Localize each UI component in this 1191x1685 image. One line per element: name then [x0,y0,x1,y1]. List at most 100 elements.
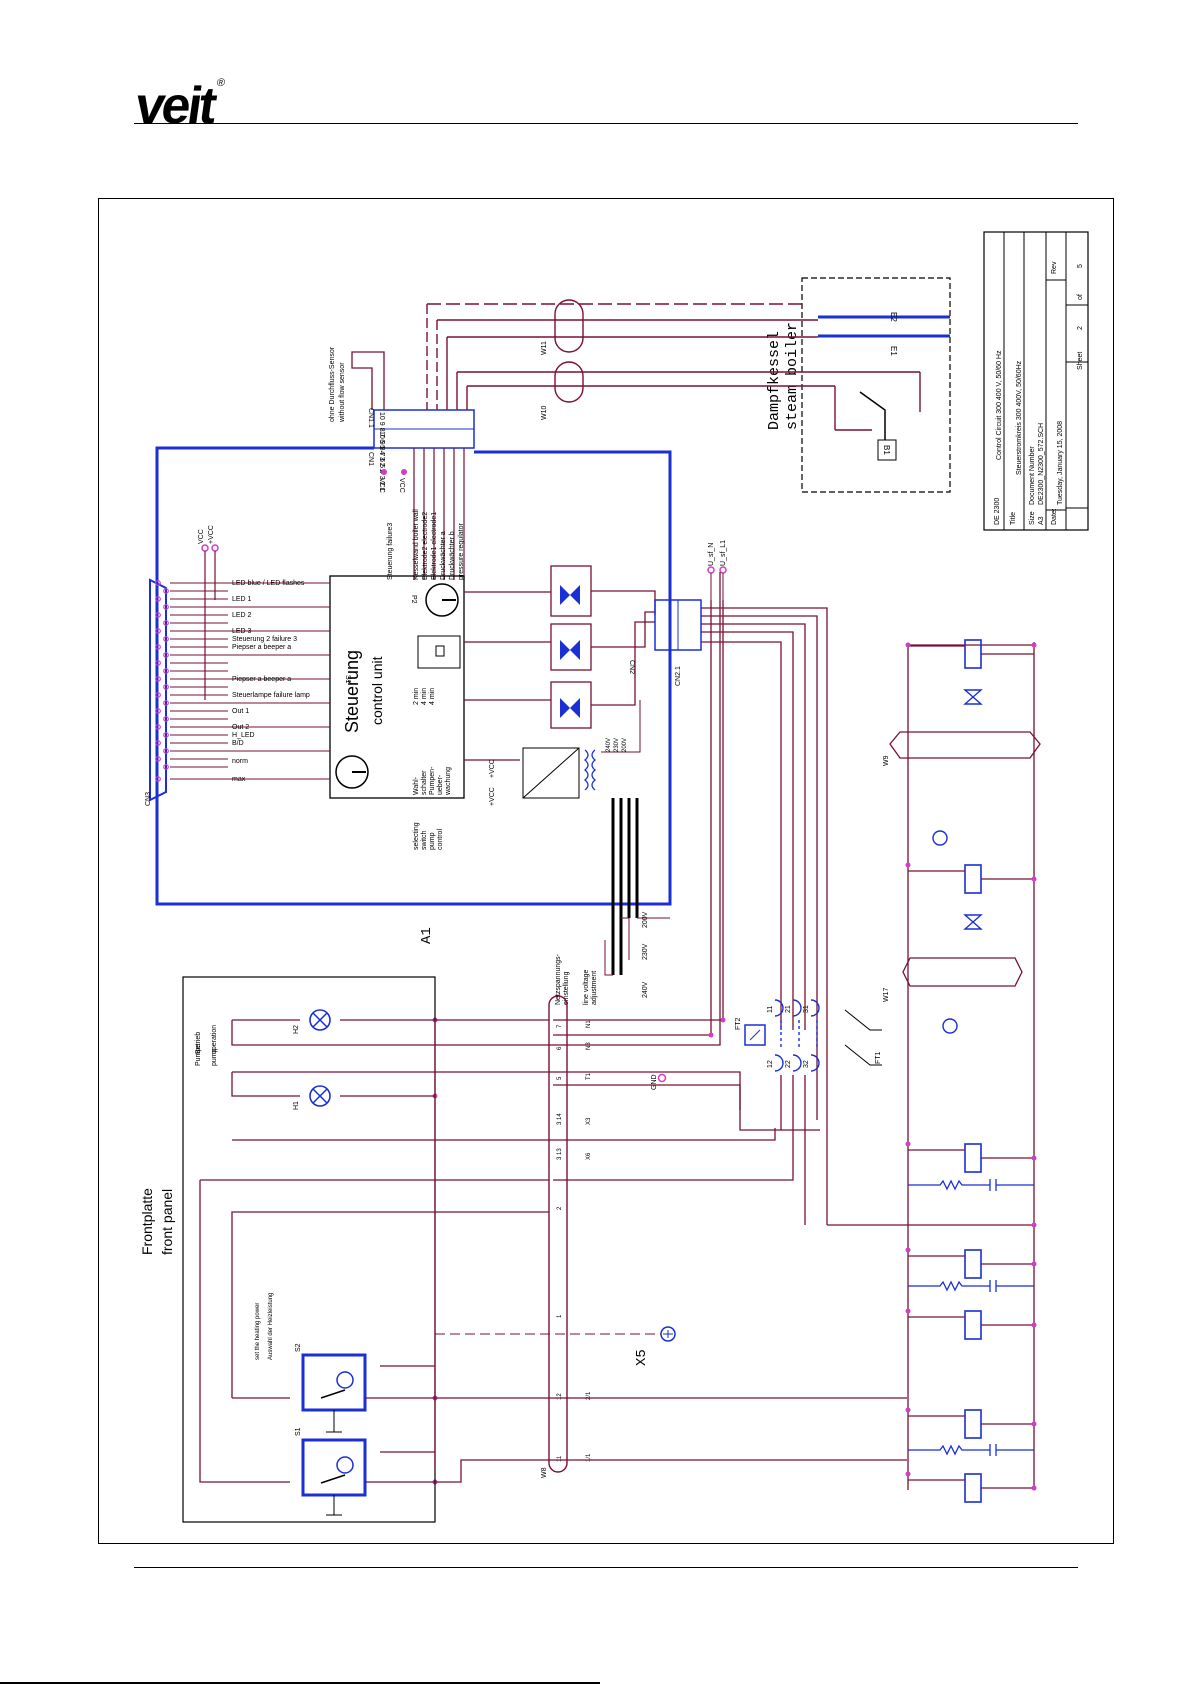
footer-rule [134,1567,1078,1568]
svg-text:pump: pump [429,832,436,850]
junction-node [905,1407,911,1413]
svg-text:3 14: 3 14 [557,1113,563,1125]
relay-coil [964,1143,982,1173]
svg-text:2: 2 [1077,326,1084,330]
svg-text:Dampfkessel: Dampfkessel [766,331,783,430]
svg-text:front panel: front panel [159,1189,175,1255]
svg-text:Steuerung 2 failure 3: Steuerung 2 failure 3 [232,636,297,643]
svg-text:operation: operation [211,1025,218,1054]
svg-text:Pumpe: Pumpe [195,1044,202,1066]
svg-text:Out 1: Out 1 [232,708,249,715]
svg-text:X5: X5 [634,1349,650,1366]
junction-node [1031,642,1037,648]
junction-node [905,1247,911,1253]
vcc-node-left: VCC +VCC [198,525,219,700]
svg-text:U_sf_L1: U_sf_L1 [720,540,727,566]
svg-text:T1: T1 [586,1072,592,1080]
svg-text:N3: N3 [586,1042,592,1050]
voltage-jumper-lines [611,798,639,975]
gnd-point: GND [651,1073,667,1090]
cn3-pin [155,660,161,666]
svg-text:line voltage: line voltage [583,969,590,1005]
front-panel: Frontplatte front panel Pumpe pump Betri… [139,976,436,1523]
cn3-pin [163,684,169,690]
svg-text:Date:: Date: [1051,508,1058,525]
vcc-pins [381,469,407,475]
cn3-pin [163,636,169,642]
svg-text:A1: A1 [419,927,435,944]
junction-node [1031,876,1037,882]
svg-text:230V: 230V [614,738,620,752]
svg-text:11: 11 [557,1455,563,1462]
svg-text:Kesselwand boiler wall: Kesselwand boiler wall [413,509,420,580]
svg-text:6: 6 [557,1046,563,1050]
relay-coil [964,639,982,669]
svg-text:VCC: VCC [378,478,385,493]
header-rule [134,123,1078,124]
svg-text:S1: S1 [295,1427,302,1436]
svg-text:Piepser a beeper a: Piepser a beeper a [232,676,291,683]
drawing-frame [98,198,1114,1544]
svg-text:+VCC: +VCC [489,787,496,806]
cn3-pin [163,716,169,722]
svg-text:control unit: control unit [369,656,385,725]
cn3-pin [155,644,161,650]
svg-text:Tuesday, January 15, 2008: Tuesday, January 15, 2008 [1057,421,1064,505]
svg-text:B1: B1 [882,445,891,455]
svg-text:240V: 240V [642,981,649,998]
junction-node [1031,1485,1037,1491]
junction-node [708,1032,714,1038]
cn3-pin [155,776,161,782]
svg-text:wachung: wachung [445,767,452,796]
svg-text:32: 32 [803,1060,810,1068]
svg-text:B/D: B/D [232,740,244,747]
svg-text:W17: W17 [883,988,890,1003]
cn3-pin [163,668,169,674]
cn3-pin [163,732,169,738]
contactor-wiring [553,1075,820,1225]
svg-text:FT1: FT1 [875,1051,882,1064]
cn3-pin [155,596,161,602]
svg-text:N1: N1 [586,1020,592,1028]
svg-text:Netzspannungs-: Netzspannungs- [555,953,562,1005]
svg-text:4 min: 4 min [429,688,436,705]
svg-text:LED 3: LED 3 [232,628,252,635]
svg-text:H_LED: H_LED [232,732,255,739]
rc-snubber [908,1280,1034,1292]
svg-text:VCC: VCC [198,529,205,544]
junction-node [1031,1261,1037,1267]
svg-text:Frontplatte: Frontplatte [139,1188,155,1255]
svg-text:Document Number: Document Number [1029,446,1036,505]
svg-text:Elektrode2 electrode2: Elektrode2 electrode2 [422,512,429,580]
svg-text:21: 21 [785,1005,792,1013]
supply-lines: U_sf_N U_sf_L1 [707,540,727,600]
svg-text:switch: switch [421,830,428,850]
svg-text:adjustment: adjustment [591,971,598,1005]
cn3-pin [163,700,169,706]
svg-text:Steuerung failure3: Steuerung failure3 [387,523,394,580]
svg-text:W8: W8 [541,1467,548,1478]
svg-text:240V: 240V [606,738,612,752]
svg-text:CN1: CN1 [367,452,374,466]
relay-coil [964,1310,982,1340]
svg-text:CN1.1: CN1.1 [367,408,374,428]
svg-text:W11: W11 [541,341,548,355]
junction-node [905,1141,911,1147]
ground-x5: X5 [435,1326,676,1366]
cn3-pin [155,740,161,746]
svg-text:CN3: CN3 [145,792,152,806]
boiler-wires [426,299,921,431]
junction-node [905,1308,911,1314]
svg-text:LED blue / LED flashes: LED blue / LED flashes [232,580,305,587]
svg-text:of: of [1077,294,1084,300]
connector-cn3: CN3 [145,578,167,806]
svg-text:Auswahl der Heizleistung: Auswahl der Heizleistung [268,1293,274,1360]
ground-symbol [932,830,948,846]
svg-text:ueber-: ueber- [437,774,444,795]
svg-text:control: control [437,829,444,850]
svg-text:H1: H1 [293,1101,300,1110]
cn3-pin [163,588,169,594]
svg-text:Pumpen-: Pumpen- [429,766,436,795]
junction-node [1031,1421,1037,1427]
